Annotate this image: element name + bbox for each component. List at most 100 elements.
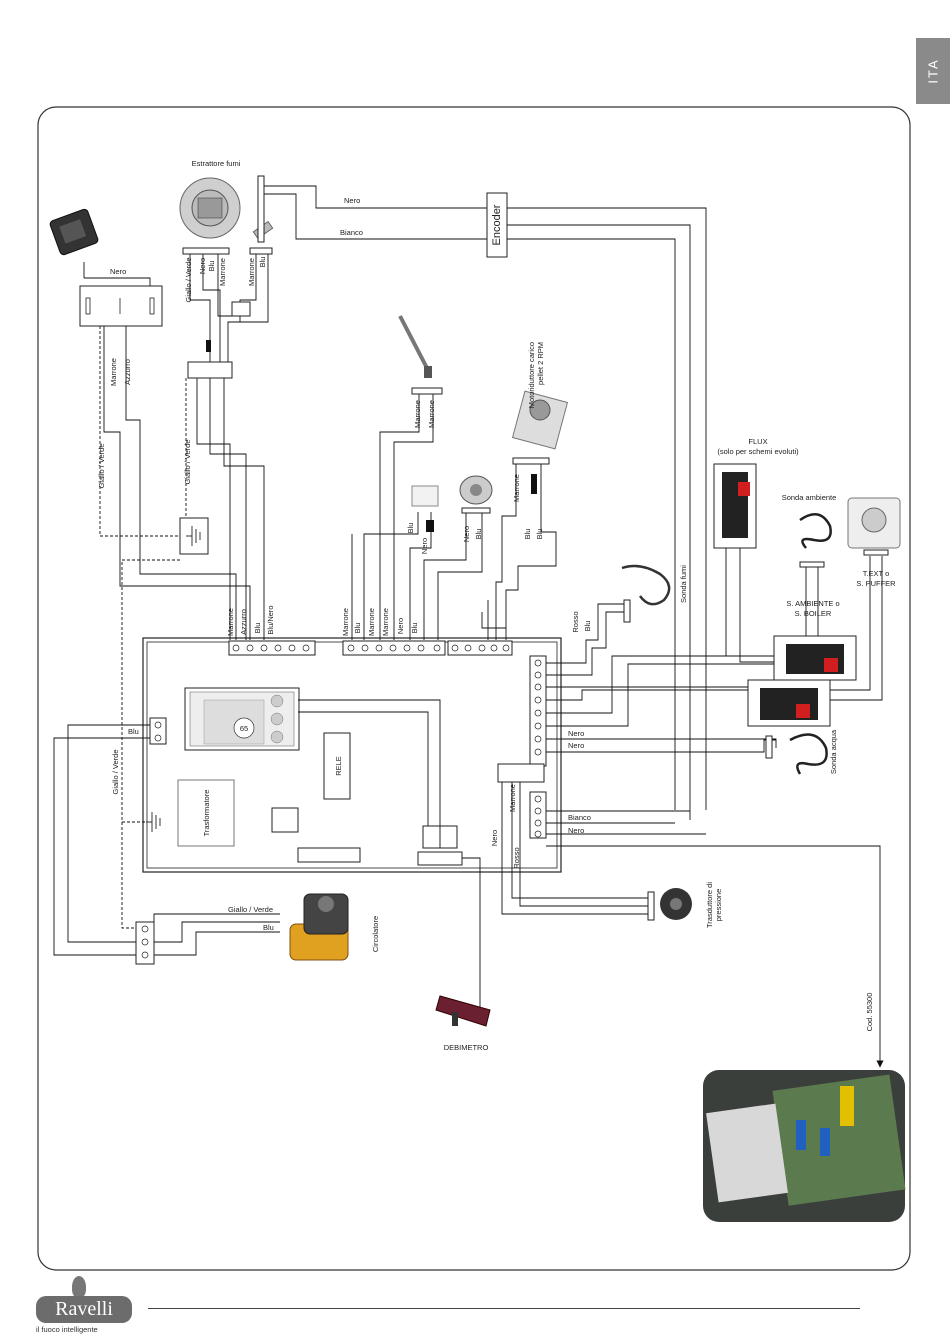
wire-label-azzurro-1: Azzurro bbox=[123, 359, 132, 385]
extractor-plug bbox=[182, 247, 230, 255]
transformer-box bbox=[177, 779, 235, 847]
wire-labels: Nero Bianco Nero Giallo / Verde Nero Blu… bbox=[97, 196, 688, 932]
board-chip bbox=[271, 807, 299, 833]
motor-label-2: pellet 2 RPM bbox=[536, 342, 545, 385]
wire-label-blu-9: Blu bbox=[410, 623, 419, 634]
smoke-extractor-label: Estrattore fumi bbox=[192, 159, 241, 168]
wire-label-blu-7: Blu bbox=[253, 623, 262, 634]
language-tab[interactable]: ITA bbox=[916, 38, 950, 104]
wire-label-marrone-9: Marrone bbox=[367, 608, 376, 636]
wire-label-blu-4: Blu bbox=[535, 529, 544, 540]
wire-label-blu-8: Blu bbox=[353, 623, 362, 634]
flowmeter-connector bbox=[417, 851, 463, 866]
transducer-label-2: pressione bbox=[714, 889, 723, 922]
thermostat-plug bbox=[249, 247, 273, 255]
wire-label-nero-7: Nero bbox=[568, 729, 584, 738]
flowmeter bbox=[435, 995, 491, 1027]
flux-title: FLUX bbox=[748, 437, 767, 446]
wire-label-marrone-6: Marrone bbox=[512, 474, 521, 502]
extractor-junction bbox=[231, 301, 251, 317]
encoder-label: Encoder bbox=[491, 204, 503, 245]
wire-label-nero-9: Nero bbox=[568, 826, 584, 835]
wire-label-gv-2: Giallo / Verde bbox=[97, 443, 106, 488]
ground-icon-board bbox=[146, 812, 161, 832]
board-photo bbox=[703, 1070, 906, 1222]
extractor-terminal bbox=[187, 361, 233, 379]
wire-label-bianco-2: Bianco bbox=[568, 813, 591, 822]
wire-label-blunero: Blu/Nero bbox=[266, 605, 275, 634]
wire-label-nero-1: Nero bbox=[344, 196, 360, 205]
room-probe-label: Sonda ambiente bbox=[782, 493, 837, 502]
motor-plug bbox=[512, 457, 550, 465]
wire-label-gv-4: Giallo / Verde bbox=[111, 749, 120, 794]
wire-label-blu-2: Blu bbox=[258, 257, 267, 268]
wiring bbox=[53, 180, 884, 1068]
brand-logo[interactable]: Ravelli il fuoco intelligente bbox=[36, 1270, 146, 1334]
wire-label-nero-5: Nero bbox=[462, 526, 471, 542]
encoder-box: Encoder bbox=[486, 192, 508, 258]
right-terminal-column bbox=[529, 655, 547, 839]
wire-label-blu-12: Blu bbox=[263, 923, 274, 932]
pellet-motor bbox=[511, 390, 569, 450]
ground-icon bbox=[186, 526, 201, 546]
wire-label-blu-3: Blu bbox=[523, 529, 532, 540]
wire-label-blu-11: Blu bbox=[128, 727, 139, 736]
wire-label-rosso-2: Rosso bbox=[512, 847, 521, 868]
wire-label-nero-3: Nero bbox=[198, 258, 207, 274]
wire-label-marrone-11: Marrone bbox=[508, 784, 517, 812]
terminal-box-lower bbox=[747, 679, 831, 727]
pin-header bbox=[297, 847, 361, 863]
relay-box bbox=[323, 732, 351, 800]
smoke-probe-plug bbox=[623, 599, 631, 623]
transducer-label-1: Trasduttore di bbox=[705, 882, 714, 928]
wire-label-gv-3: Giallo / Verde bbox=[183, 439, 192, 484]
wire-label-nero-4: Nero bbox=[420, 538, 429, 554]
probe-plug bbox=[411, 387, 443, 395]
display-panel[interactable]: 65 bbox=[184, 687, 300, 751]
wire-label-blu-6: Blu bbox=[474, 529, 483, 540]
footer-divider bbox=[148, 1308, 860, 1309]
text-puffer-plug bbox=[863, 549, 889, 556]
wire-label-marrone-3: Marrone bbox=[109, 358, 118, 386]
top-terminal-block-mid bbox=[342, 640, 446, 656]
wire-label-rosso-1: Rosso bbox=[571, 611, 580, 632]
water-probe-plug bbox=[765, 735, 773, 759]
text-puffer-label-2: S. PUFFER bbox=[856, 579, 896, 588]
code-label: Cod. 55300 bbox=[865, 993, 874, 1032]
wire-label-marrone-2: Marrone bbox=[247, 258, 256, 286]
wire-label-marrone-7: Marrone bbox=[226, 608, 235, 636]
flowmeter-label: DEBIMETRO bbox=[444, 1043, 489, 1052]
ambient-boiler-label-1: S. AMBIENTE o bbox=[786, 599, 839, 608]
motor-capacitor bbox=[531, 474, 537, 494]
wire-label-marrone-8: Marrone bbox=[341, 608, 350, 636]
transducer-plug bbox=[647, 891, 655, 921]
thermostat-plug-2 bbox=[461, 507, 491, 514]
diagram-frame bbox=[37, 106, 911, 1271]
wire-label-blu-10: Blu bbox=[583, 621, 592, 632]
transformer-label: Trasformatore bbox=[202, 790, 211, 837]
wire-label-nero-10: Nero bbox=[490, 830, 499, 846]
pressure-switch bbox=[411, 485, 439, 507]
wire-label-marrone-10: Marrone bbox=[381, 608, 390, 636]
flux-subtitle: (solo per schemi evoluti) bbox=[717, 447, 799, 456]
wire-label-gv-1: Giallo / Verde bbox=[184, 257, 193, 302]
ambient-boiler-label-2: S. BOILER bbox=[795, 609, 832, 618]
water-probe bbox=[789, 733, 828, 775]
top-terminal-block-right bbox=[447, 640, 513, 656]
wire-label-nero-6: Nero bbox=[396, 618, 405, 634]
wire-label-azzurro-2: Azzurro bbox=[239, 609, 248, 635]
smoke-probe-label: Sonda fumi bbox=[679, 565, 688, 603]
flux-connector bbox=[713, 463, 757, 549]
ground-block bbox=[179, 517, 209, 555]
power-socket bbox=[79, 285, 163, 327]
motor-label-1: Motoriduttore carico bbox=[527, 342, 536, 408]
wire-label-blu-1: Blu bbox=[207, 261, 216, 272]
display-temperature: 65 bbox=[240, 724, 248, 733]
room-probe-plug bbox=[799, 561, 825, 568]
extractor-capacitor bbox=[206, 340, 211, 352]
circulation-pump bbox=[289, 893, 349, 961]
external-thermostat bbox=[847, 497, 901, 549]
water-probe-label: Sonda acqua bbox=[829, 729, 838, 774]
wire-label-bianco-1: Bianco bbox=[340, 228, 363, 237]
